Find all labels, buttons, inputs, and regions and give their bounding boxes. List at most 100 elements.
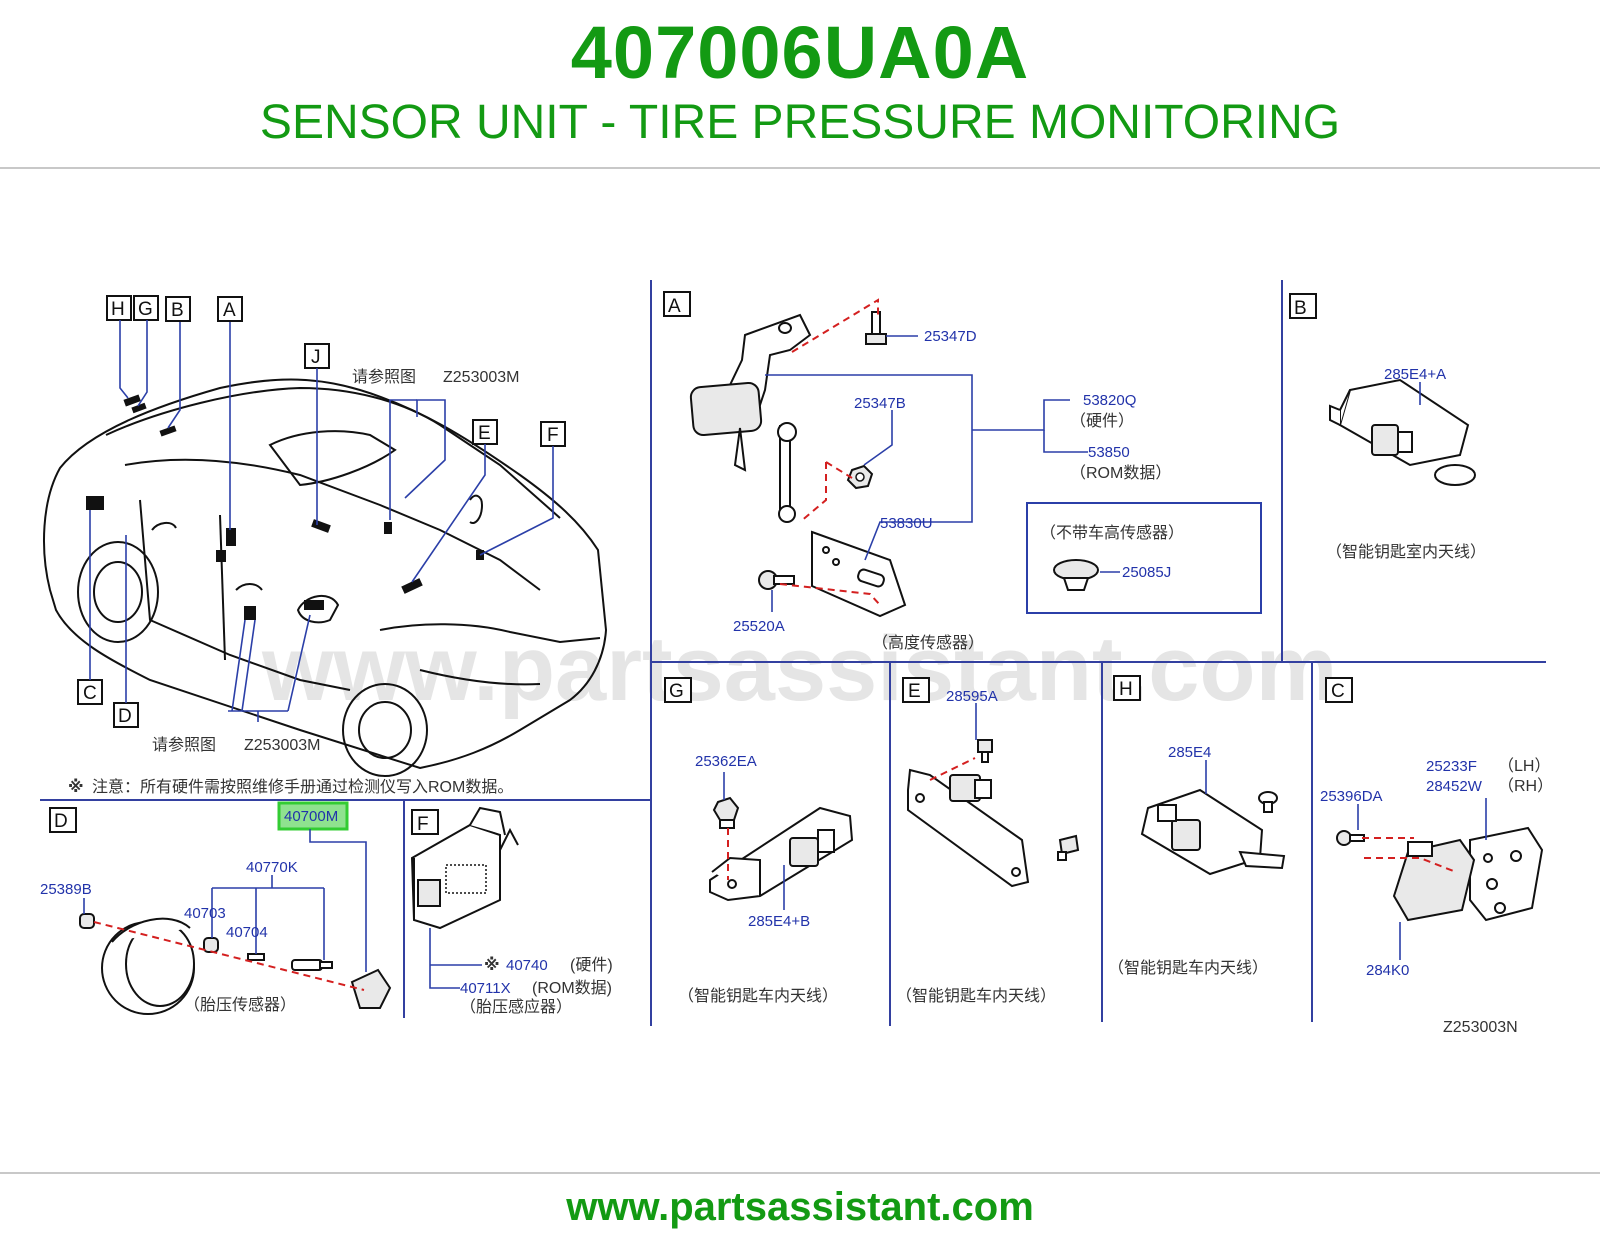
view-label-j: J	[304, 343, 330, 369]
part-53830u[interactable]: 53830U	[880, 515, 933, 532]
header-divider	[0, 167, 1600, 169]
part-284k0[interactable]: 284K0	[1366, 962, 1409, 979]
part-25233f-side: （LH）	[1498, 757, 1550, 775]
part-285e4[interactable]: 285E4	[1168, 744, 1211, 761]
bolt-25347d-icon	[865, 311, 887, 345]
diagram-code: Z253003N	[1443, 1019, 1518, 1036]
view-label-a: A	[217, 296, 243, 322]
antenna-284k0-drawing	[1392, 838, 1476, 922]
watermark: www.partsassistant.com	[261, 618, 1337, 720]
panel-b: B 285E4+A （智能钥匙室内天线）	[1289, 293, 1486, 561]
svg-text:B: B	[171, 300, 184, 321]
part-25389b[interactable]: 25389B	[40, 881, 92, 898]
antenna-285e4b-drawing	[709, 806, 854, 902]
part-40703[interactable]: 40703	[184, 905, 226, 922]
wheel-rim-drawing	[101, 917, 195, 1015]
svg-text:A: A	[223, 300, 236, 321]
panel-separators	[40, 280, 1546, 1026]
part-40704[interactable]: 40704	[226, 924, 268, 941]
overview-leader-lines	[89, 320, 554, 722]
part-25362ea[interactable]: 25362EA	[695, 753, 757, 770]
refer-text-bottom: 请参照图	[152, 736, 216, 754]
part-40700m[interactable]: 40700M	[284, 808, 338, 825]
refer-code-top: Z253003M	[443, 369, 520, 386]
panel-e: E 28595A （智能钥匙车内天线）	[896, 677, 1080, 1005]
part-25520a[interactable]: 25520A	[733, 618, 785, 635]
panel-b-caption: （智能钥匙室内天线）	[1326, 543, 1486, 561]
page-header: 407006UA0A SENSOR UNIT - TIRE PRESSURE M…	[0, 0, 1600, 170]
part-description: SENSOR UNIT - TIRE PRESSURE MONITORING	[259, 96, 1341, 149]
height-sensor-drawing	[689, 313, 907, 618]
view-label-e: E	[472, 419, 498, 445]
view-label-h: H	[106, 295, 132, 321]
panel-d: D 40700M 40770K 25389B 40703 40704	[40, 801, 392, 1015]
panel-a-caption: （高度传感器）	[872, 634, 984, 652]
part-25085j[interactable]: 25085J	[1122, 564, 1171, 581]
screw-28595a-icon	[977, 739, 993, 763]
panel-b-label: B	[1294, 298, 1307, 319]
footer-url[interactable]: www.partsassistant.com	[566, 1185, 1034, 1229]
panel-d-caption: （胎压传感器）	[184, 996, 296, 1014]
overview-panel: H G B A J E F	[43, 295, 608, 796]
panel-f: F ※ 40740 (硬件) 40711X (ROM数据) （胎压感应器）	[410, 806, 613, 1016]
inset-title: （不带车高传感器）	[1040, 524, 1184, 542]
part-53820q-note: （硬件）	[1070, 412, 1134, 430]
panel-h-caption: （智能钥匙车内天线）	[1108, 959, 1268, 977]
part-number: 407006UA0A	[570, 11, 1030, 94]
antenna-285e4a-drawing	[1329, 378, 1476, 486]
grommet-25085j-icon	[1053, 559, 1099, 591]
panel-h-label: H	[1119, 679, 1133, 700]
part-28452w[interactable]: 28452W	[1426, 778, 1483, 795]
part-40770k[interactable]: 40770K	[246, 859, 298, 876]
part-25347b[interactable]: 25347B	[854, 395, 906, 412]
panel-c-label: C	[1331, 681, 1345, 702]
clip-e-icon	[1057, 834, 1080, 861]
parts-diagram: www.partsassistant.com	[40, 280, 1553, 1036]
part-53850[interactable]: 53850	[1088, 444, 1130, 461]
antenna-e-drawing	[907, 768, 1030, 888]
part-40711x[interactable]: 40711X	[460, 980, 511, 997]
bracket-25233f-28452w-drawing	[1469, 826, 1544, 922]
car-outline	[43, 378, 608, 777]
view-label-b: B	[165, 296, 191, 322]
part-25396da[interactable]: 25396DA	[1320, 788, 1383, 805]
view-label-d: D	[113, 702, 139, 728]
view-label-g: G	[133, 295, 159, 321]
view-label-f: F	[540, 421, 566, 447]
part-40711x-note: (ROM数据)	[532, 979, 612, 997]
panel-f-caption: （胎压感应器）	[460, 997, 572, 1016]
panel-e-caption: （智能钥匙车内天线）	[896, 987, 1056, 1005]
part-25347d[interactable]: 25347D	[924, 328, 977, 345]
service-note: 注意：所有硬件需按照维修手册通过检测仪写入ROM数据。	[92, 777, 513, 796]
part-28595a[interactable]: 28595A	[946, 688, 998, 705]
screw-25396da-icon	[1336, 830, 1365, 846]
panel-e-label: E	[908, 681, 921, 702]
part-25233f[interactable]: 25233F	[1426, 758, 1477, 775]
part-285e4-b[interactable]: 285E4+B	[748, 913, 810, 930]
part-285e4-a[interactable]: 285E4+A	[1384, 366, 1446, 383]
tpms-receiver-drawing	[410, 806, 519, 930]
part-40740-mark: ※	[484, 956, 500, 974]
panel-c: C 25396DA 25233F （LH） 28452W （RH） 284K0	[1320, 677, 1553, 979]
panel-d-label: D	[54, 811, 68, 832]
part-53820q[interactable]: 53820Q	[1083, 392, 1136, 409]
panel-g-caption: （智能钥匙车内天线）	[678, 987, 838, 1005]
part-40740[interactable]: 40740	[506, 957, 548, 974]
panel-f-label: F	[417, 814, 429, 835]
svg-text:J: J	[311, 347, 321, 368]
antenna-285e4-drawing	[1140, 788, 1286, 876]
svg-text:F: F	[547, 425, 559, 446]
part-53850-note: （ROM数据）	[1070, 464, 1171, 482]
car-component-marks	[86, 394, 484, 620]
svg-text:H: H	[111, 299, 125, 320]
svg-text:G: G	[138, 299, 153, 320]
refer-code-bottom: Z253003M	[244, 737, 321, 754]
inset-no-height-sensor: （不带车高传感器） 25085J	[1026, 502, 1262, 614]
svg-text:C: C	[83, 683, 97, 704]
clip-25362ea-icon	[712, 796, 740, 829]
panel-g: G 25362EA 285E4+B （智能钥匙车内天线）	[664, 677, 854, 1005]
footer-divider	[0, 1172, 1600, 1174]
highlighted-part-40700m[interactable]: 40700M	[277, 801, 349, 831]
panel-a-label: A	[668, 296, 681, 317]
svg-text:D: D	[118, 706, 132, 727]
